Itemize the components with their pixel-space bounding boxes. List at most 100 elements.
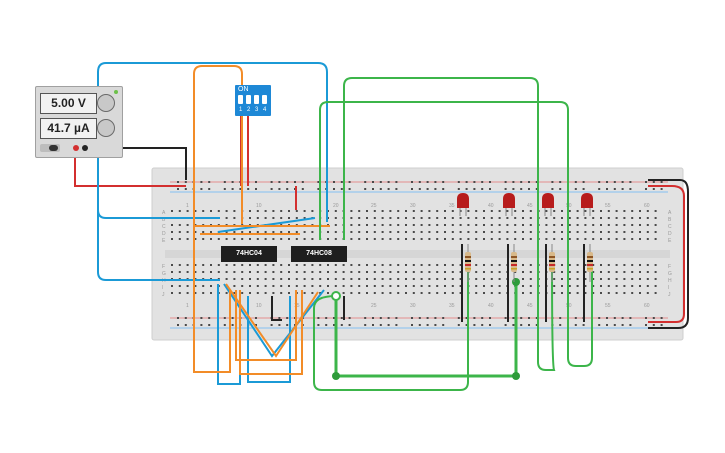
breadboard-hole[interactable] [327,285,329,287]
breadboard-hole[interactable] [584,285,587,287]
breadboard-hole[interactable] [389,217,392,219]
breadboard-hole[interactable] [623,224,626,226]
breadboard-hole[interactable] [442,317,445,319]
wire-red-rail-bottom[interactable] [648,196,685,323]
breadboard-hole[interactable] [340,317,343,319]
breadboard-hole[interactable] [561,285,563,287]
breadboard-hole[interactable] [186,210,189,212]
breadboard-hole[interactable] [171,224,173,226]
breadboard-hole[interactable] [358,264,361,266]
breadboard-hole[interactable] [475,278,478,280]
breadboard-hole[interactable] [631,217,634,219]
breadboard-hole[interactable] [535,181,538,183]
breadboard-hole[interactable] [426,324,429,326]
breadboard-hole[interactable] [288,264,290,266]
breadboard-hole[interactable] [522,278,524,280]
breadboard-hole[interactable] [436,292,439,294]
breadboard-hole[interactable] [623,285,626,287]
breadboard-hole[interactable] [606,188,608,190]
breadboard-hole[interactable] [545,224,548,226]
breadboard-hole[interactable] [264,285,267,287]
breadboard-hole[interactable] [249,285,251,287]
breadboard-hole[interactable] [489,188,491,190]
breadboard-hole[interactable] [278,324,281,326]
breadboard-hole[interactable] [522,264,524,266]
breadboard-hole[interactable] [366,264,368,266]
breadboard-hole[interactable] [584,264,587,266]
breadboard-hole[interactable] [194,271,197,273]
breadboard-hole[interactable] [568,271,571,273]
breadboard-hole[interactable] [171,285,173,287]
breadboard-hole[interactable] [239,188,242,190]
breadboard-hole[interactable] [381,278,384,280]
breadboard-hole[interactable] [514,224,517,226]
breadboard-hole[interactable] [545,210,548,212]
breadboard-hole[interactable] [568,210,571,212]
breadboard-hole[interactable] [178,264,181,266]
breadboard-hole[interactable] [420,264,423,266]
breadboard-hole[interactable] [645,324,647,326]
breadboard-hole[interactable] [629,181,632,183]
breadboard-hole[interactable] [607,210,610,212]
breadboard-hole[interactable] [200,188,203,190]
breadboard-hole[interactable] [529,271,532,273]
breadboard-hole[interactable] [584,210,587,212]
breadboard-hole[interactable] [412,278,415,280]
breadboard-hole[interactable] [428,285,431,287]
breadboard-hole[interactable] [358,224,361,226]
breadboard-hole[interactable] [504,188,507,190]
breadboard-hole[interactable] [428,271,431,273]
wire-node[interactable] [512,372,520,380]
breadboard-hole[interactable] [256,238,259,240]
breadboard-hole[interactable] [598,324,601,326]
breadboard-hole[interactable] [231,317,234,319]
breadboard-hole[interactable] [646,231,649,233]
breadboard-hole[interactable] [483,238,485,240]
breadboard-hole[interactable] [631,285,634,287]
breadboard-hole[interactable] [327,278,329,280]
breadboard-hole[interactable] [358,210,361,212]
breadboard-hole[interactable] [444,224,446,226]
breadboard-hole[interactable] [442,188,445,190]
breadboard-hole[interactable] [342,264,345,266]
breadboard-hole[interactable] [412,231,415,233]
breadboard-hole[interactable] [598,181,601,183]
breadboard-hole[interactable] [483,231,485,233]
breadboard-hole[interactable] [397,238,400,240]
breadboard-hole[interactable] [319,278,322,280]
wire-green-output-2[interactable] [343,77,556,371]
breadboard-hole[interactable] [295,278,298,280]
wire-orange-down-right[interactable] [239,290,303,375]
breadboard-hole[interactable] [490,264,493,266]
voltage-knob[interactable] [97,94,115,112]
breadboard-hole[interactable] [405,271,407,273]
breadboard-hole[interactable] [514,271,517,273]
breadboard-hole[interactable] [615,231,618,233]
breadboard-hole[interactable] [584,292,587,294]
breadboard-hole[interactable] [217,210,220,212]
breadboard-hole[interactable] [395,181,398,183]
breadboard-hole[interactable] [186,231,189,233]
breadboard-hole[interactable] [373,292,376,294]
breadboard-hole[interactable] [295,264,298,266]
breadboard-hole[interactable] [334,210,337,212]
breadboard-hole[interactable] [333,317,335,319]
breadboard-hole[interactable] [451,224,454,226]
breadboard-hole[interactable] [529,285,532,287]
breadboard-hole[interactable] [631,231,634,233]
breadboard-hole[interactable] [512,317,515,319]
breadboard-hole[interactable] [506,231,509,233]
breadboard-hole[interactable] [381,217,384,219]
breadboard-hole[interactable] [280,285,283,287]
breadboard-hole[interactable] [592,292,595,294]
breadboard-hole[interactable] [202,285,205,287]
breadboard-hole[interactable] [467,238,470,240]
breadboard-hole[interactable] [389,210,392,212]
breadboard-hole[interactable] [621,188,624,190]
breadboard-hole[interactable] [405,210,407,212]
breadboard-hole[interactable] [379,317,382,319]
breadboard-hole[interactable] [178,210,181,212]
breadboard-hole[interactable] [223,324,226,326]
breadboard-hole[interactable] [303,271,306,273]
breadboard-hole[interactable] [457,317,460,319]
